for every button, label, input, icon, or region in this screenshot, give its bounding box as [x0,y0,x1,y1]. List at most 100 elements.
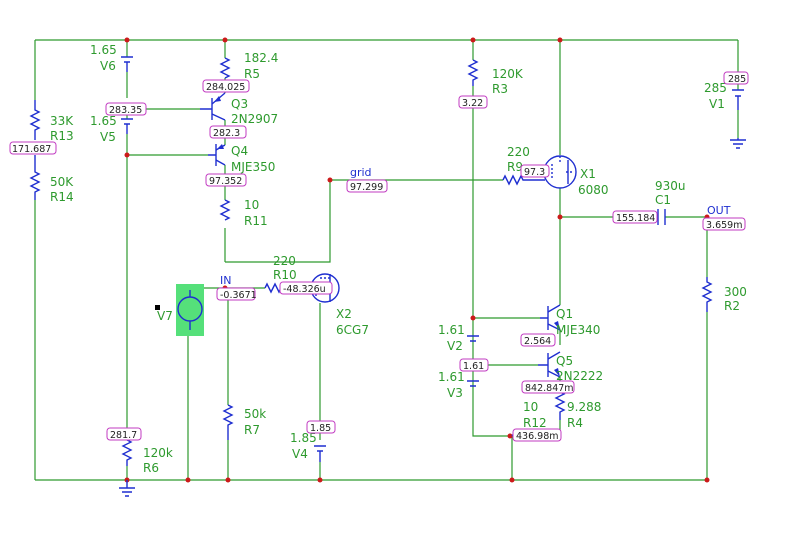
x2-ref: X2 [336,307,352,321]
q5-value: 2N2222 [556,369,603,383]
transistor-q3[interactable] [200,92,226,121]
probe-281[interactable]: 281.7 [106,427,142,441]
transistor-q5[interactable] [538,351,561,378]
battery-v6[interactable] [121,56,133,72]
svg-text:3.659m: 3.659m [706,220,742,231]
r9-value: 220 [507,145,530,159]
svg-text:171.687: 171.687 [12,144,51,155]
v7-ref: V7 [157,309,173,323]
probe-285[interactable]: 285 [723,71,749,85]
resistor-r13[interactable] [29,100,41,140]
svg-text:-48.326u: -48.326u [283,284,326,295]
svg-text:1.61: 1.61 [463,361,484,372]
junction [507,433,513,439]
probe-in[interactable]: -0.3671 [216,287,257,301]
capacitor-c1[interactable] [657,209,666,225]
net-label-in: IN [220,274,231,287]
probe-842[interactable]: 842.847m [521,380,575,394]
v5-value: 1.65 [90,114,117,128]
battery-v5[interactable] [121,118,133,134]
junction [470,37,476,43]
probe-282[interactable]: 282.3 [209,125,247,139]
svg-text:97.3: 97.3 [524,167,545,178]
v1-ref: V1 [709,97,725,111]
probe-97352[interactable]: 97.352 [205,173,247,187]
v6-ref: V6 [100,59,116,73]
resistor-r3[interactable] [467,59,479,86]
r12-ref: R12 [523,416,547,430]
r3-ref: R3 [492,82,508,96]
v3-value: 1.61 [438,370,465,384]
ground-symbol [119,480,135,497]
transistor-q1[interactable] [540,304,561,331]
junction [124,152,130,158]
probe-161[interactable]: 1.61 [459,358,489,372]
q1-ref: Q1 [556,307,573,321]
junction [557,37,563,43]
resistor-r2[interactable] [701,277,713,312]
x1-ref: X1 [580,167,596,181]
v6-value: 1.65 [90,43,117,57]
svg-text:282.3: 282.3 [213,128,240,139]
resistor-r14[interactable] [29,155,41,200]
voltage-source-v7[interactable] [155,284,204,336]
r13-ref: R13 [50,129,74,143]
probe-171[interactable]: 171.687 [9,141,57,155]
battery-v4[interactable] [314,445,326,462]
r12-value: 10 [523,400,538,414]
r10-value: 220 [273,254,296,268]
probe-out[interactable]: 3.659m [702,217,746,231]
r7-ref: R7 [244,423,260,437]
probe-284[interactable]: 284.025 [202,79,250,93]
r3-value: 120K [492,67,524,81]
r11-ref: R11 [244,214,268,228]
r2-ref: R2 [724,299,740,313]
q4-value: MJE350 [231,160,275,174]
probe-436[interactable]: 436.98m [512,428,562,442]
v4-ref: V4 [292,447,308,461]
resistor-r11[interactable] [219,199,231,221]
resistor-r5[interactable] [219,57,231,79]
q3-value: 2N2907 [231,112,278,126]
resistor-r6[interactable] [121,439,133,466]
probe-185[interactable]: 1.85 [306,420,336,434]
probe-2564[interactable]: 2.564 [520,333,556,347]
r2-value: 300 [724,285,747,299]
r14-value: 50K [50,175,74,189]
v3-ref: V3 [447,386,463,400]
net-label-grid: grid [350,166,372,179]
svg-text:281.7: 281.7 [110,430,137,441]
r6-value: 120k [143,446,173,460]
v1-value: 285 [704,81,727,95]
probe-973[interactable]: 97.3 [520,164,550,178]
q3-ref: Q3 [231,97,248,111]
probe-322[interactable]: 3.22 [458,95,488,109]
resistor-r7[interactable] [222,404,234,440]
svg-text:97.352: 97.352 [209,176,242,187]
probe-grid2[interactable]: -48.326u [279,281,333,295]
junction [222,37,228,43]
junction [225,477,231,483]
battery-v1[interactable] [732,89,744,110]
transistor-q4[interactable] [208,144,226,166]
x2-value: 6CG7 [336,323,369,337]
x1-value: 6080 [578,183,609,197]
battery-v3[interactable] [467,380,479,387]
v2-value: 1.61 [438,323,465,337]
junction [124,37,130,43]
junction [327,177,333,183]
svg-text:284.025: 284.025 [206,82,245,93]
r4-ref: R4 [567,416,583,430]
svg-text:2.564: 2.564 [524,336,551,347]
resistor-r9[interactable] [502,174,545,186]
junction [704,477,710,483]
c1-value: 930u [655,179,686,193]
ground-symbol [730,138,746,149]
resistor-r4[interactable] [554,391,566,420]
probe-97299[interactable]: 97.299 [346,179,388,193]
probe-155[interactable]: 155.184 [612,210,658,224]
battery-v2[interactable] [467,335,479,342]
probe-283[interactable]: 283.35 [105,102,147,116]
c1-ref: C1 [655,193,671,207]
